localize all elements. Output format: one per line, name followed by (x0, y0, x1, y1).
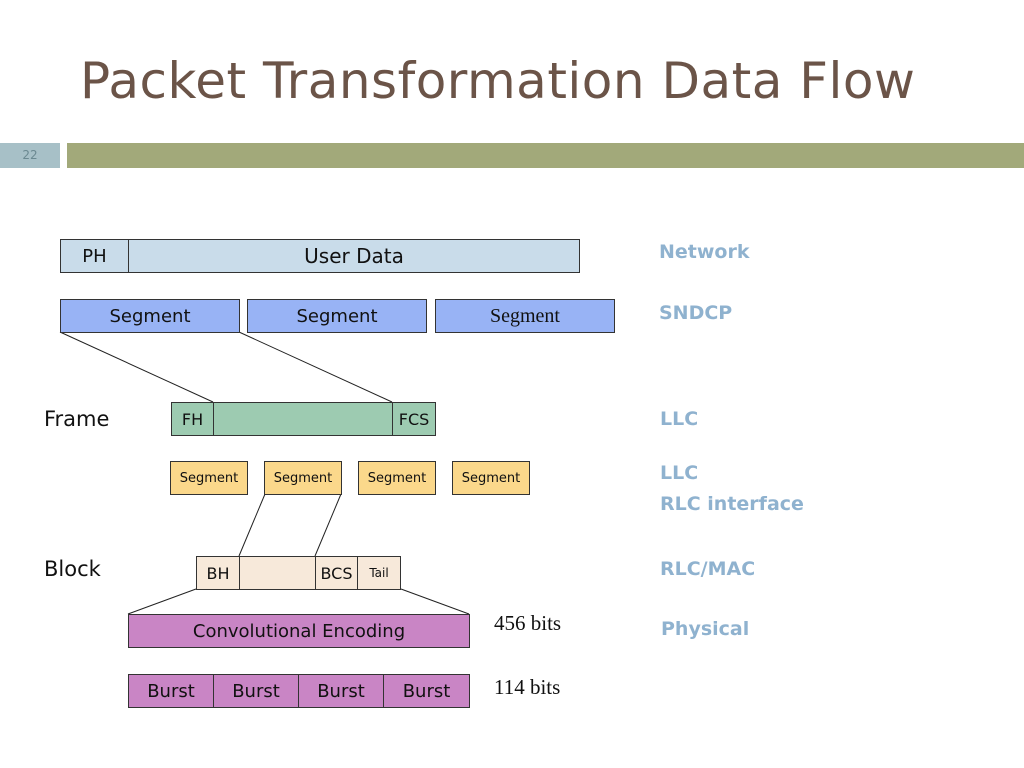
sndcp-segment-box: Segment (247, 299, 427, 333)
block-label: Block (44, 557, 101, 581)
burst-box: Burst (298, 674, 384, 708)
block-payload-box (239, 556, 316, 590)
block-check-sequence-box: BCS (315, 556, 358, 590)
connector-line (314, 493, 342, 557)
slide-number: 22 (0, 143, 60, 168)
layer-label-sndcp: SNDCP (659, 302, 733, 324)
connector-line (127, 588, 197, 615)
block-header-box: BH (196, 556, 240, 590)
layer-label-physical: Physical (661, 618, 750, 640)
convolutional-encoding-box: Convolutional Encoding (128, 614, 470, 648)
layer-label-rlc-mac: RLC/MAC (660, 558, 756, 580)
encoding-bits-label: 456 bits (494, 611, 562, 635)
burst-box: Burst (383, 674, 470, 708)
llc-segment-box: Segment (264, 461, 342, 495)
burst-box: Burst (128, 674, 214, 708)
block-tail-box: Tail (357, 556, 401, 590)
packet-header-box: PH (60, 239, 129, 273)
layer-label-llc-rlc: LLC (660, 462, 699, 484)
layer-label-rlc-interface: RLC interface (660, 493, 804, 515)
layer-label-llc: LLC (660, 408, 699, 430)
burst-bits-label: 114 bits (494, 675, 561, 699)
slide-title: Packet Transformation Data Flow (80, 52, 916, 110)
burst-box: Burst (213, 674, 299, 708)
connector-line (59, 331, 214, 403)
user-data-box: User Data (128, 239, 580, 273)
llc-segment-box: Segment (358, 461, 436, 495)
sndcp-segment-box: Segment (435, 299, 615, 333)
layer-label-network: Network (659, 241, 750, 263)
sndcp-segment-box: Segment (60, 299, 240, 333)
connector-line (238, 493, 266, 557)
connector-line (400, 588, 470, 615)
frame-label: Frame (44, 407, 110, 431)
connector-line (238, 331, 393, 403)
header-accent-bar (67, 143, 1024, 168)
frame-check-sequence-box: FCS (392, 402, 436, 436)
llc-segment-box: Segment (452, 461, 530, 495)
llc-segment-box: Segment (170, 461, 248, 495)
frame-payload-box (213, 402, 393, 436)
frame-header-box: FH (171, 402, 214, 436)
